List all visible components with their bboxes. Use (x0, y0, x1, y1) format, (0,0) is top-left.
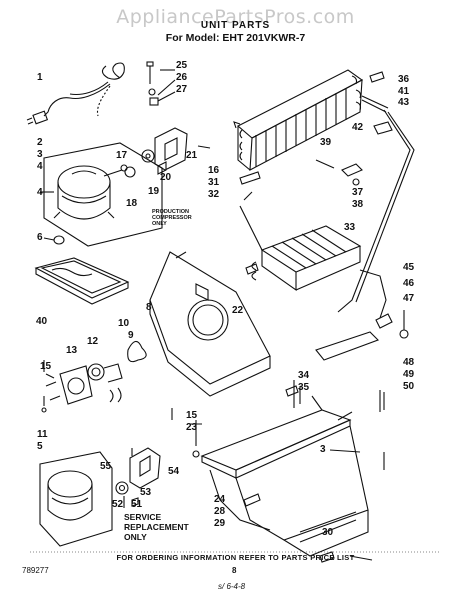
callout-46: 46 (403, 278, 415, 289)
callout-52: 52 (112, 499, 124, 510)
callout-39: 39 (320, 137, 332, 148)
callout-32: 32 (208, 189, 220, 200)
callout-1: 1 (37, 72, 43, 83)
callout-10: 10 (118, 318, 130, 329)
callout-4: 4 (37, 161, 43, 172)
callout-3: 3 (37, 149, 43, 160)
document-number: 789277 (22, 566, 49, 575)
callout-31: 31 (208, 177, 220, 188)
callout-55: 55 (100, 461, 112, 472)
service-note-line3: ONLY (124, 532, 147, 542)
callout-49: 49 (403, 369, 415, 380)
signature: s/ 6-4-8 (218, 582, 246, 591)
service-note-line2: REPLACEMENT (124, 522, 189, 532)
callout-6: 6 (37, 232, 43, 243)
page-title: UNIT PARTS (200, 20, 271, 31)
callout-8: 8 (146, 302, 152, 313)
ordering-info: FOR ORDERING INFORMATION REFER TO PARTS … (116, 553, 355, 562)
callout-30: 30 (322, 527, 334, 538)
callout-15-motor: 15 (40, 361, 52, 372)
callout-2: 2 (37, 137, 43, 148)
callout-33: 33 (344, 222, 356, 233)
callout-50: 50 (403, 381, 415, 392)
fan-motor-drawing (41, 340, 147, 413)
callout-15-frame: 15 (186, 410, 198, 421)
callout-11: 11 (37, 429, 48, 440)
production-note-line3: ONLY (152, 221, 167, 227)
condenser-coil-drawing (233, 69, 389, 171)
callout-17: 17 (116, 150, 128, 161)
callout-9: 9 (128, 330, 134, 341)
drain-pan-drawing (34, 257, 130, 305)
base-frame-drawing (200, 395, 373, 563)
page-number: 8 (232, 566, 237, 575)
watermark: AppliancePartsPros.com (116, 6, 355, 28)
callout-26: 26 (176, 72, 188, 83)
callout-29: 29 (214, 518, 226, 529)
callout-19: 19 (148, 186, 160, 197)
callout-47: 47 (403, 293, 415, 304)
callout-45: 45 (403, 262, 415, 273)
model-line: For Model: EHT 201VKWR-7 (165, 32, 306, 44)
callout-43: 43 (398, 97, 410, 108)
callout-36: 36 (398, 74, 410, 85)
callout-24: 24 (214, 494, 226, 505)
service-note-line1: SERVICE (124, 512, 162, 522)
callout-18: 18 (126, 198, 138, 209)
callout-25: 25 (176, 60, 188, 71)
callout-42: 42 (352, 122, 364, 133)
callout-27: 27 (176, 84, 188, 95)
service-compressor-drawing (39, 447, 161, 547)
callout-38: 38 (352, 199, 364, 210)
callout-12: 12 (87, 336, 99, 347)
callout-48: 48 (403, 357, 415, 368)
callout-13: 13 (66, 345, 78, 356)
callout-41: 41 (398, 86, 410, 97)
callout-54: 54 (168, 466, 180, 477)
callout-34: 34 (298, 370, 310, 381)
callout-3-frame: 3 (320, 444, 326, 455)
production-note-line2: COMPRESSOR (152, 215, 192, 221)
callout-51: 51 (131, 499, 143, 510)
power-cord-drawing (26, 62, 125, 125)
callout-40: 40 (36, 316, 48, 327)
callout-16: 16 (208, 165, 220, 176)
callout-4-screw: 4 (37, 187, 43, 198)
callout-28: 28 (214, 506, 226, 517)
callout-21: 21 (186, 150, 198, 161)
callout-37: 37 (352, 187, 364, 198)
production-note-line1: PRODUCTION (152, 209, 189, 215)
production-compressor-drawing (40, 142, 163, 247)
callout-5: 5 (37, 441, 43, 452)
fan-shroud-drawing (149, 251, 271, 397)
callout-23: 23 (186, 422, 198, 433)
callout-20: 20 (160, 172, 172, 183)
callout-53: 53 (140, 487, 152, 498)
callout-22: 22 (232, 305, 244, 316)
evaporator-coil-drawing (239, 205, 362, 292)
callout-35: 35 (298, 382, 310, 393)
